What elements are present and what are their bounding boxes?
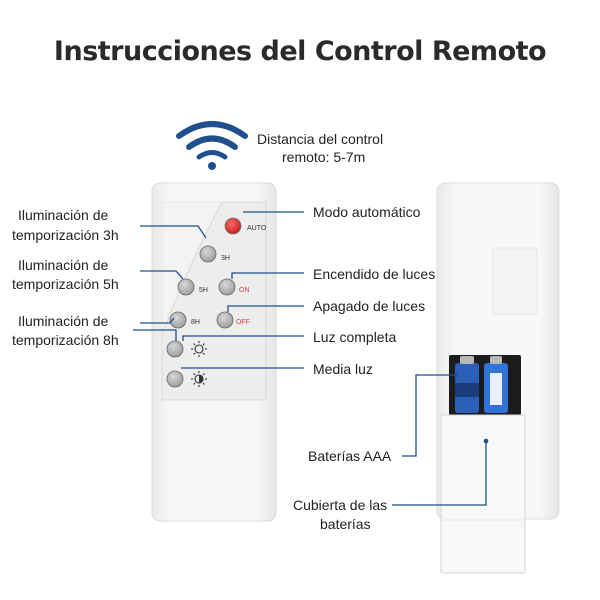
lights-off-label: Apagado de luces xyxy=(313,298,426,314)
cover-label-line2: baterías xyxy=(320,516,371,532)
page-title: Instrucciones del Control Remoto xyxy=(53,36,547,67)
batteries-label: Baterías AAA xyxy=(308,448,392,464)
timer-5h-button[interactable] xyxy=(177,278,195,296)
battery-left-icon xyxy=(455,356,479,413)
on-button-label: ON xyxy=(239,287,250,294)
timer-5h-label-line1: Iluminación de xyxy=(18,257,109,273)
distance-label-line2: remoto: 5-7m xyxy=(282,149,366,165)
half-light-label: Media luz xyxy=(313,361,373,377)
cover-label-line1: Cubierta de las xyxy=(293,497,388,513)
sun-icon xyxy=(191,341,207,357)
wifi-signal-icon xyxy=(176,121,248,170)
timer-5h-label-line2: temporización 5h xyxy=(12,276,119,292)
timer-8h-button-label: 8H xyxy=(191,319,200,326)
auto-button[interactable] xyxy=(224,217,242,235)
timer-5h-button-label: 5H xyxy=(199,287,208,294)
timer-3h-label-line2: temporización 3h xyxy=(12,227,119,243)
timer-3h-button[interactable] xyxy=(199,245,217,263)
auto-mode-label: Modo automático xyxy=(313,204,421,220)
timer-3h-button-label: 3H xyxy=(221,255,230,262)
half-light-button[interactable] xyxy=(166,370,184,388)
battery-cover[interactable] xyxy=(440,414,526,574)
off-button-label: OFF xyxy=(236,319,250,326)
timer-8h-label-line2: temporización 8h xyxy=(12,332,119,348)
full-light-label: Luz completa xyxy=(313,329,397,345)
timer-8h-label-line1: Iluminación de xyxy=(18,313,109,329)
full-light-button[interactable] xyxy=(166,340,184,358)
on-button[interactable] xyxy=(218,278,236,296)
auto-button-label: AUTO xyxy=(247,225,267,232)
distance-label-line1: Distancia del control xyxy=(257,131,384,147)
battery-right-icon xyxy=(484,356,508,413)
timer-3h-label-line1: Iluminación de xyxy=(18,207,109,223)
lights-on-label: Encendido de luces xyxy=(313,266,436,282)
off-button[interactable] xyxy=(216,311,234,329)
remote-front xyxy=(151,182,277,522)
callout-lines xyxy=(133,211,489,506)
half-sun-icon xyxy=(191,371,207,387)
timer-8h-button[interactable] xyxy=(169,311,187,329)
